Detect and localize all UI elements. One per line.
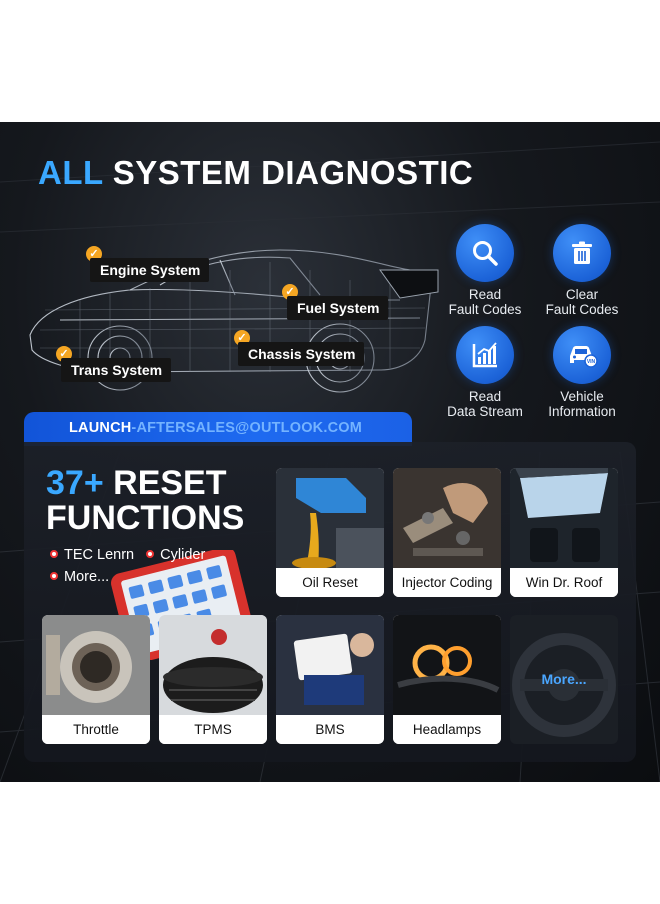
trans-system-label: Trans System — [71, 362, 163, 378]
bullet-label: Cylider — [160, 547, 206, 563]
launch-brand: LAUNCH — [69, 420, 132, 436]
function-label: Oil Reset — [276, 568, 384, 597]
feature-line1: Clear — [565, 287, 599, 302]
feature-line1: Read — [468, 389, 502, 404]
trans-system-tag: Trans System — [61, 358, 172, 382]
function-label: Injector Coding — [393, 568, 501, 597]
feature-line1: Vehicle — [560, 389, 604, 404]
fuel-system-tag: Fuel System — [287, 296, 389, 320]
chassis-system-tag: Chassis System — [238, 342, 365, 366]
reset-bullet-list: TEC Lenrn Cylider More... — [50, 544, 213, 588]
function-label: Headlamps — [393, 715, 501, 744]
reset-count: 37+ — [46, 464, 104, 502]
bullet-dot — [50, 550, 58, 559]
injector-coding-card[interactable]: Injector Coding — [393, 468, 501, 597]
diagnostic-banner: ALL SYSTEM DIAGNOSTIC — [0, 122, 660, 782]
chart-icon — [456, 326, 514, 384]
bms-card[interactable]: BMS — [276, 615, 384, 744]
title-rest: SYSTEM DIAGNOSTIC — [103, 154, 474, 191]
feature-line2: Fault Codes — [545, 302, 619, 317]
throttle-body-icon — [42, 615, 150, 715]
sunroof-icon — [510, 468, 618, 568]
svg-text:VIN: VIN — [587, 359, 596, 365]
wireframe-car-image — [29, 249, 439, 393]
function-label: TPMS — [159, 715, 267, 744]
engine-system-label: Engine System — [100, 262, 201, 278]
bullet-dot — [146, 550, 155, 559]
feature-line2: Fault Codes — [448, 302, 522, 317]
page-title: ALL SYSTEM DIAGNOSTIC — [38, 154, 473, 192]
win-dr-roof-card[interactable]: Win Dr. Roof — [510, 468, 618, 597]
function-label: Throttle — [42, 715, 150, 744]
tpms-card[interactable]: TPMS — [159, 615, 267, 744]
injector-icon — [393, 468, 501, 568]
engine-system-tag: Engine System — [90, 258, 210, 282]
oil-reset-card[interactable]: Oil Reset — [276, 468, 384, 597]
function-label: BMS — [276, 715, 384, 744]
function-label: Win Dr. Roof — [510, 568, 618, 597]
more-functions-label: More... — [541, 671, 587, 687]
feature-line2: Data Stream — [447, 404, 523, 419]
reset-line1: RESET — [103, 464, 227, 502]
fuel-system-label: Fuel System — [297, 300, 380, 316]
throttle-card[interactable]: Throttle — [42, 615, 150, 744]
bullet-label: TEC Lenrn — [64, 547, 135, 563]
chassis-system-label: Chassis System — [248, 346, 356, 362]
headlamp-icon — [393, 615, 501, 715]
feature-line1: Read — [468, 287, 502, 302]
bullet-label: More... — [64, 569, 110, 585]
bullet-item: TEC Lenrn — [50, 544, 134, 566]
vin-car-icon: VIN — [553, 326, 611, 384]
trash-icon — [553, 224, 611, 282]
more-functions-card[interactable]: More... — [510, 615, 618, 744]
bullet-item: More... — [50, 566, 109, 588]
bullet-dot — [50, 572, 58, 581]
launch-email: -AFTERSALES@OUTLOOK.COM — [131, 420, 363, 436]
launch-contact-bar: LAUNCH-AFTERSALES@OUTLOOK.COM — [24, 412, 412, 446]
steering-wheel-icon — [510, 615, 618, 744]
tire-icon — [159, 615, 267, 715]
oil-can-icon — [276, 468, 384, 568]
battery-icon — [276, 615, 384, 715]
magnifier-icon — [456, 224, 514, 282]
title-highlight: ALL — [38, 154, 104, 191]
reset-line2: FUNCTIONS — [46, 499, 245, 537]
headlamps-card[interactable]: Headlamps — [393, 615, 501, 744]
feature-line2: Information — [548, 404, 616, 419]
bullet-item: Cylider — [146, 544, 205, 566]
